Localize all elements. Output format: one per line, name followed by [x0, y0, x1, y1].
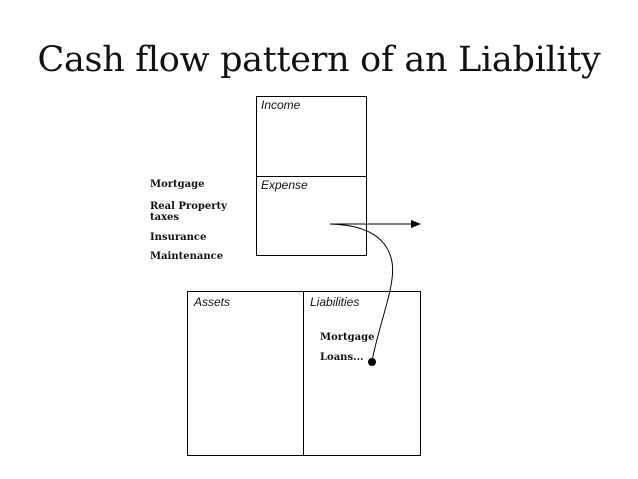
slide-title: Cash flow pattern of an Liability — [37, 40, 601, 80]
liability-item-loans: Loans... — [320, 352, 364, 363]
expense-box: Expense — [256, 176, 367, 256]
liability-item-mortgage: Mortgage — [320, 332, 375, 343]
assets-label: Assets — [194, 295, 231, 309]
flow-curve — [329, 223, 394, 362]
expense-item-insurance: Insurance — [150, 232, 207, 243]
expense-label: Expense — [261, 178, 308, 192]
expense-item-mortgage: Mortgage — [150, 179, 205, 190]
liabilities-box: Liabilities — [303, 291, 421, 456]
liability-source-dot — [368, 358, 376, 366]
income-box: Income — [256, 96, 367, 177]
expense-item-property-taxes: Real Property taxes — [150, 201, 227, 223]
income-label: Income — [261, 98, 301, 112]
liabilities-label: Liabilities — [310, 295, 360, 309]
expense-item-maintenance: Maintenance — [150, 251, 224, 262]
